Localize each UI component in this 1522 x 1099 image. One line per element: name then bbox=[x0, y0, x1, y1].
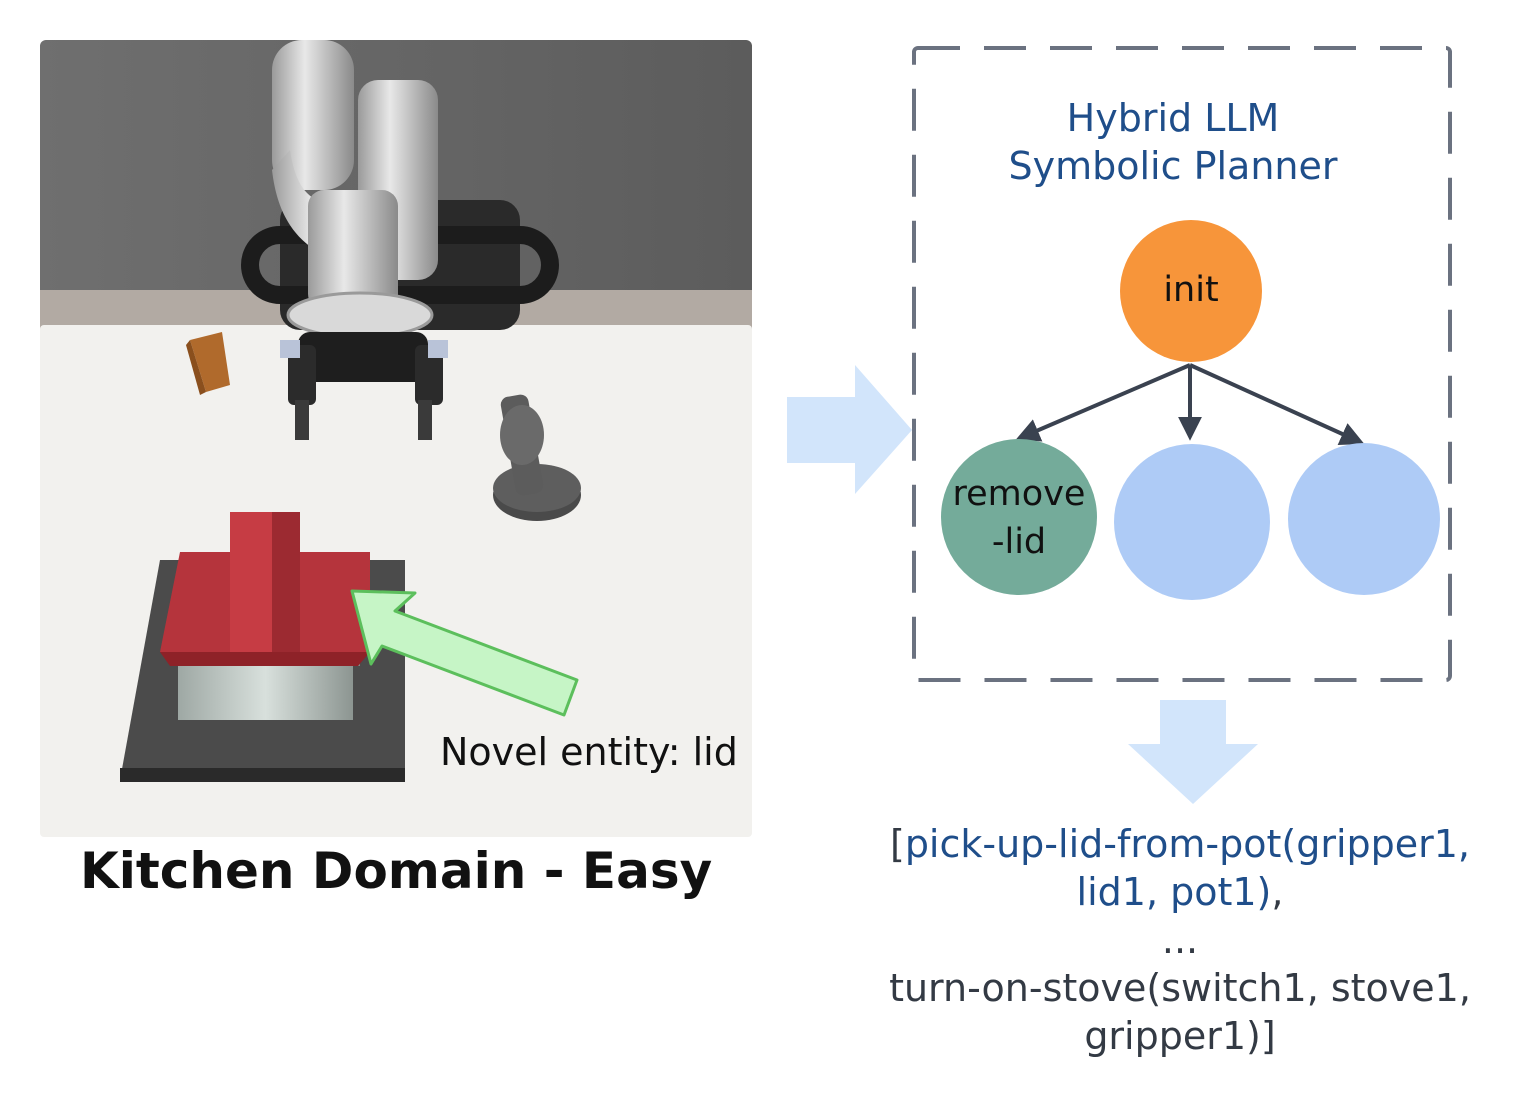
node-init-label: init bbox=[1163, 270, 1219, 310]
node-init bbox=[1120, 220, 1262, 362]
plan-step1-comma: , bbox=[1271, 870, 1284, 914]
edge-to-remove-lid bbox=[1015, 363, 1191, 442]
plan-line-1: [pick-up-lid-from-pot(gripper1, bbox=[860, 822, 1500, 866]
node-remove-lid bbox=[941, 439, 1097, 595]
plan-ellipsis: ... bbox=[1161, 918, 1199, 962]
planner-title-line1: Hybrid LLM bbox=[1066, 96, 1280, 140]
plan-bracket-open: [ bbox=[889, 822, 905, 866]
planner-title-line2: Symbolic Planner bbox=[1008, 144, 1338, 188]
node-pending-middle bbox=[1114, 444, 1270, 600]
annotation-arrow bbox=[350, 589, 579, 717]
planner-box bbox=[912, 46, 1452, 682]
scene-caption: Kitchen Domain - Easy bbox=[80, 842, 713, 900]
edge-to-right bbox=[1189, 363, 1365, 446]
plan-last-step-part-b: gripper1)] bbox=[1084, 1014, 1276, 1058]
plan-step1-part-a: pick-up-lid-from-pot(gripper1, bbox=[904, 822, 1471, 866]
robot-arm-link bbox=[272, 40, 354, 190]
novel-entity-label: Novel entity: lid bbox=[440, 730, 738, 774]
node-pending-right bbox=[1288, 443, 1440, 595]
plan-step1-part-b: lid1, pot1) bbox=[1076, 870, 1272, 914]
wooden-cube bbox=[190, 332, 230, 392]
gripper-body bbox=[298, 332, 428, 382]
plan-line-2: lid1, pot1), bbox=[860, 870, 1500, 914]
flow-arrow-down bbox=[1128, 700, 1258, 804]
robot-wrist bbox=[308, 190, 398, 310]
plan-last-step-part-a: turn-on-stove(switch1, stove1, bbox=[889, 966, 1471, 1010]
kitchen-scene-image bbox=[40, 40, 752, 837]
flow-arrow-right bbox=[787, 365, 912, 494]
node-remove-lid-label-line2: -lid bbox=[991, 522, 1047, 562]
node-remove-lid-label-line1: remove bbox=[952, 474, 1086, 514]
